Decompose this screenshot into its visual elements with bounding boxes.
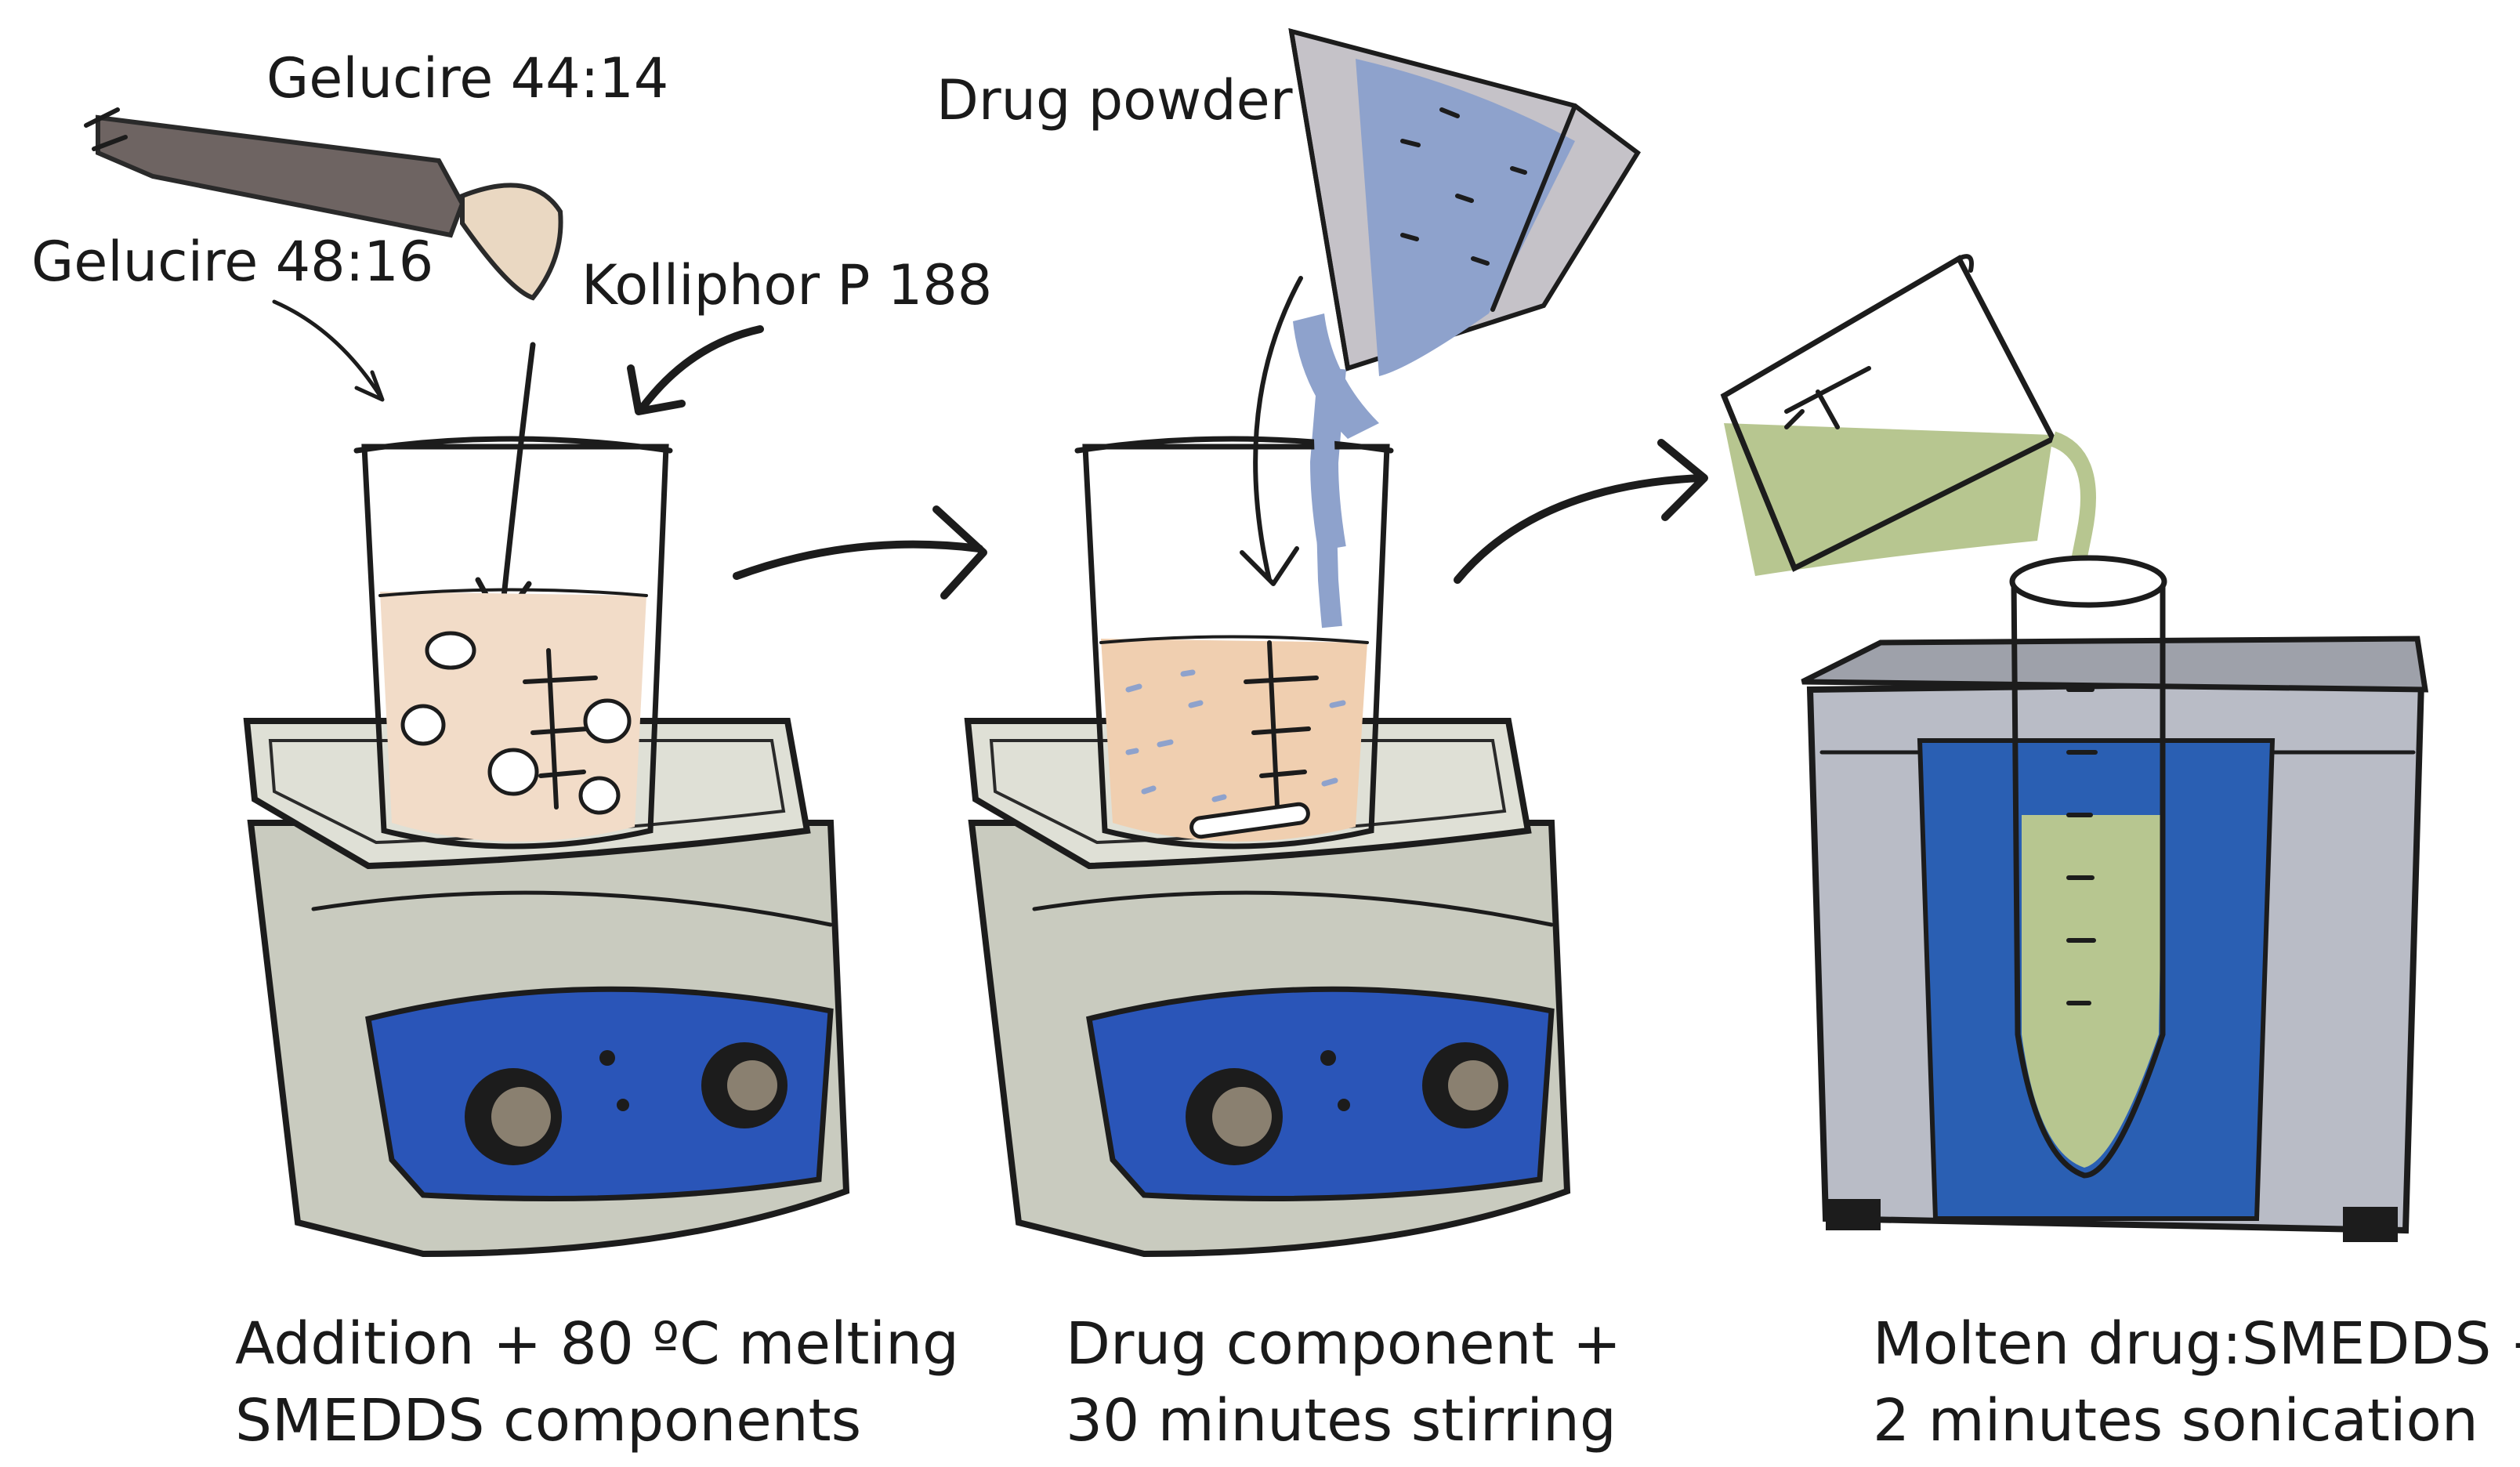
beaker-1-icon (353, 436, 673, 849)
gelucire-48-arrow (272, 299, 385, 402)
arrow-step1-to-step2 (733, 505, 987, 599)
step-2-caption-line1: Drug component + (1066, 1310, 1621, 1378)
hotplate-2-icon (964, 718, 1571, 1258)
drug-powder-funnel-icon (1288, 27, 1641, 551)
drug-powder-arrow (1240, 276, 1303, 586)
label-drug-powder: Drug powder (936, 68, 1293, 132)
label-gelucire-48: Gelucire 48:16 (31, 230, 433, 294)
test-tube-icon (2009, 555, 2167, 1179)
step-1-caption-line1: Addition + 80 ºC melting (235, 1310, 959, 1378)
gelucire-44-stick-icon (84, 107, 563, 301)
step-1-melting: Gelucire 44:14 Gelucire 48:16 Kolliphor … (31, 46, 992, 1454)
pouring-beaker-icon (1720, 254, 2096, 576)
step-2-stirring: Drug powder Drug component + 30 minutes … (936, 27, 1641, 1454)
kolliphor-arrow (627, 325, 764, 415)
beaker-2-icon (1074, 436, 1394, 849)
step-2-caption-line2: 30 minutes stirring (1066, 1387, 1617, 1454)
step-3-caption-line1: Molten drug:SMEDDS + (1873, 1310, 2520, 1378)
step-3-caption-line2: 2 minutes sonication (1873, 1387, 2478, 1454)
stir-bar-icon (1189, 802, 1310, 839)
step-3-sonication: Molten drug:SMEDDS + 2 minutes sonicatio… (1720, 254, 2520, 1454)
step-1-caption-line2: SMEDDS components (235, 1387, 861, 1454)
label-kolliphor: Kolliphor P 188 (581, 253, 992, 317)
arrow-step2-to-step3 (1454, 439, 1708, 584)
label-gelucire-44: Gelucire 44:14 (266, 46, 668, 110)
gelucire-44-arrow (475, 342, 536, 626)
